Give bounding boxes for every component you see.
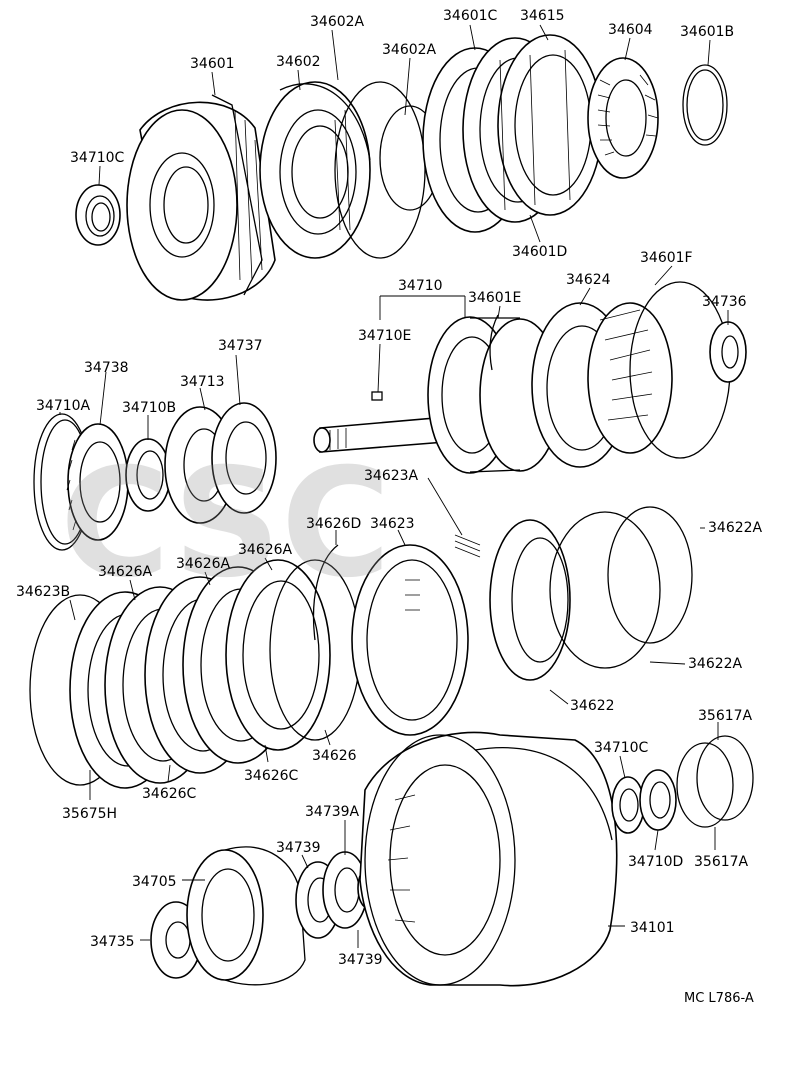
label-34710A: 34710A	[36, 398, 91, 414]
label-34615: 34615	[520, 8, 565, 24]
label-34710B: 34710B	[122, 400, 176, 416]
label-34601D: 34601D	[512, 244, 567, 260]
part-34601C-plates	[422, 34, 603, 233]
label-34601B: 34601B	[680, 24, 734, 40]
label-34623A: 34623A	[364, 468, 419, 484]
part-34622A-o-rings	[549, 506, 693, 669]
part-34601B-snap-ring	[682, 64, 728, 146]
label-34738: 34738	[84, 360, 129, 376]
label-34626C-2: 34626C	[244, 768, 299, 784]
label-34623B: 34623B	[16, 584, 70, 600]
part-34622-piston	[489, 519, 571, 681]
label-34601E: 34601E	[468, 290, 521, 306]
label-34626: 34626	[312, 748, 357, 764]
part-34602-piston	[259, 81, 371, 259]
label-34626A-3: 34626A	[238, 542, 293, 558]
part-number-labels: 34601 34602 34602A 34601C 34615 34604 34…	[16, 8, 763, 1006]
drawing-code: MC L786-A	[684, 991, 754, 1006]
part-34601E-ring	[489, 314, 499, 371]
label-34626A-1: 34626A	[98, 564, 153, 580]
watermark-text: CSC	[60, 437, 391, 611]
label-34626A-2: 34626A	[176, 556, 231, 572]
label-34601C: 34601C	[443, 8, 498, 24]
label-34601: 34601	[190, 56, 235, 72]
label-34739-upper: 34739	[276, 840, 321, 856]
label-34710D: 34710D	[628, 854, 683, 870]
label-34101: 34101	[630, 920, 675, 936]
label-34623: 34623	[370, 516, 415, 532]
label-34624: 34624	[566, 272, 611, 288]
part-34101-case	[359, 731, 618, 987]
label-34626C-1: 34626C	[142, 786, 197, 802]
label-34705: 34705	[132, 874, 177, 890]
label-34622A-bottom: 34622A	[688, 656, 743, 672]
part-34705-hub	[186, 846, 306, 986]
part-34601-drum	[126, 94, 276, 301]
part-34710-shaft-assembly	[313, 316, 561, 474]
part-34623A-springs	[454, 534, 481, 558]
part-34623-spring-retainer	[351, 544, 469, 736]
label-34602A-top: 34602A	[310, 14, 365, 30]
label-34622A-top: 34622A	[708, 520, 763, 536]
label-34602A-mid: 34602A	[382, 42, 437, 58]
label-34710E: 34710E	[358, 328, 411, 344]
label-34710C-bottom: 34710C	[594, 740, 649, 756]
part-34604-spring-pack	[587, 57, 659, 179]
label-34737: 34737	[218, 338, 263, 354]
label-34601F: 34601F	[640, 250, 693, 266]
label-34735: 34735	[90, 934, 135, 950]
label-34713: 34713	[180, 374, 225, 390]
label-34739A: 34739A	[305, 804, 360, 820]
label-35675H: 35675H	[62, 806, 117, 822]
part-34626-clutch-pack	[69, 559, 361, 789]
part-34710D-bearing	[639, 769, 677, 831]
label-34736: 34736	[702, 294, 747, 310]
label-34739-lower: 34739	[338, 952, 383, 968]
label-34602: 34602	[276, 54, 321, 70]
part-35617A-rings	[676, 735, 754, 828]
leader-lines	[59, 24, 729, 948]
part-34710C-seal	[75, 184, 121, 246]
part-34736-washer	[709, 321, 747, 383]
label-34604: 34604	[608, 22, 653, 38]
part-34710C-seal-lower	[611, 776, 645, 834]
label-34710C-top: 34710C	[70, 150, 125, 166]
label-34626D: 34626D	[306, 516, 361, 532]
label-34710: 34710	[398, 278, 443, 294]
label-34622: 34622	[570, 698, 615, 714]
label-35617A-bottom: 35617A	[694, 854, 749, 870]
part-34626D-ring	[312, 544, 339, 641]
label-35617A-top: 35617A	[698, 708, 753, 724]
part-34737-ring	[211, 402, 277, 514]
